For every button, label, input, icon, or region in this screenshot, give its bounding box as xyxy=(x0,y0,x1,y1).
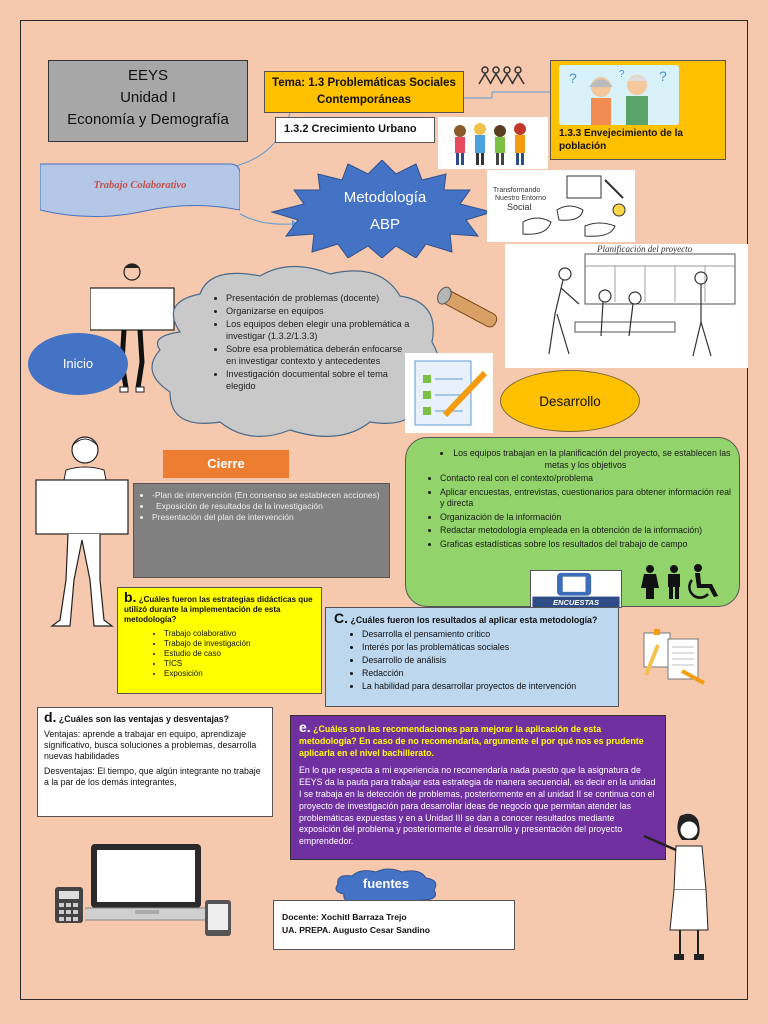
svg-text:?: ? xyxy=(659,68,667,84)
trabajo-colaborativo-label: Trabajo Colaborativo xyxy=(93,180,187,191)
desarrollo-item: Aplicar encuestas, entrevistas, cuestion… xyxy=(440,487,731,510)
question-b-text: ¿Cuáles fueron las estrategias didáctica… xyxy=(124,595,313,624)
desarrollo-item: Contacto real con el contexto/problema xyxy=(440,473,731,485)
school-name: UA. PREPA. Augusto Cesar Sandino xyxy=(282,925,431,935)
desarrollo-item: Redactar metodología empleada en la obte… xyxy=(440,525,731,537)
metodologia-burst xyxy=(270,160,494,258)
question-e-letter: e. xyxy=(299,719,311,735)
desarrollo-item: Los equipos trabajan en la planificación… xyxy=(440,448,731,471)
question-e-box: e. ¿Cuáles son las recomendaciones para … xyxy=(290,715,666,860)
fuentes-label: fuentes xyxy=(362,876,410,891)
tablet-icon xyxy=(205,900,231,936)
clipboard-pencil-icon xyxy=(643,629,705,685)
unit-name: Unidad I xyxy=(120,89,176,106)
desarrollo-item: Organización de la información xyxy=(440,512,731,524)
docente-box: Docente: Xochitl Barraza Trejo UA. PREPA… xyxy=(273,900,515,950)
children-image xyxy=(438,117,548,169)
question-b-item: TICS xyxy=(164,659,315,669)
laptop-image xyxy=(85,844,215,921)
question-b-box: b. ¿Cuáles fueron las estrategias didáct… xyxy=(117,587,322,694)
encuestas-label: ENCUESTAS xyxy=(553,598,599,607)
elderly-couple-image: ??? xyxy=(559,65,679,125)
question-c-item: Desarrollo de análisis xyxy=(362,654,610,666)
cierre-item: Exposición de resultados de la investiga… xyxy=(152,501,381,512)
question-b-item: Trabajo colaborativo xyxy=(164,629,315,639)
question-e-text: ¿Cuáles son las recomendaciones para mej… xyxy=(299,724,644,758)
inicio-item: Los equipos deben elegir una problemátic… xyxy=(226,318,410,342)
cierre-list-box: -Plan de intervención (En consenso se es… xyxy=(133,483,390,578)
cierre-item: -Plan de intervención (En consenso se es… xyxy=(152,490,381,501)
question-b-item: Trabajo de investigación xyxy=(164,639,315,649)
inicio-list: Presentación de problemas (docente) Orga… xyxy=(210,292,410,393)
question-c-box: C. ¿Cuáles fueron los resultados al apli… xyxy=(325,607,619,707)
planificacion-proyecto-image: Planificación del proyecto xyxy=(505,244,748,368)
subtema-envejecimiento-box: ??? 1.3.3 Envejecimiento de la población xyxy=(550,60,726,160)
planificacion-title: Planificación del proyecto xyxy=(596,244,693,254)
page-frame xyxy=(20,20,748,1000)
subtema-envejecimiento: 1.3.3 Envejecimiento de la población xyxy=(559,128,683,152)
svg-text:?: ? xyxy=(619,69,625,80)
telescope-icon xyxy=(437,286,498,328)
question-c-item: Desarrolla el pensamiento crítico xyxy=(362,628,610,640)
question-c-letter: C. xyxy=(334,610,348,626)
people-group-icon xyxy=(478,66,525,85)
question-c-item: La habilidad para desarrollar proyectos … xyxy=(362,680,610,692)
question-b-item: Estudio de caso xyxy=(164,649,315,659)
question-d-text: ¿Cuáles son las ventajas y desventajas? xyxy=(58,714,230,724)
subject-name: Economía y Demografía xyxy=(67,111,229,128)
course-name: EEYS xyxy=(127,67,169,84)
question-b-letter: b. xyxy=(124,589,137,605)
inicio-item: Presentación de problemas (docente) xyxy=(226,292,410,304)
ventajas-text: Ventajas: aprende a trabajar en equipo, … xyxy=(44,729,257,761)
inicio-item: Sobre esa problemática deberán enfocarse… xyxy=(226,343,410,367)
people-accessibility-icon xyxy=(641,564,718,599)
metodologia-line1: Metodología xyxy=(343,189,427,206)
transformando-entorno-image: Transformando Nuestro Entorno Social xyxy=(487,170,635,242)
question-b-item: Exposición xyxy=(164,669,315,679)
question-d-letter: d. xyxy=(44,709,57,725)
tema-box: Tema: 1.3 Problemáticas Sociales Contemp… xyxy=(264,71,464,113)
cierre-label: Cierre xyxy=(163,450,289,478)
subtema-crecimiento-urbano: 1.3.2 Crecimiento Urbano xyxy=(275,117,435,143)
calculator-icon xyxy=(55,887,83,923)
inicio-item: Organizarse en equipos xyxy=(226,305,410,317)
question-d-box: d. ¿Cuáles son las ventajas y desventaja… xyxy=(37,707,273,817)
question-c-text: ¿Cuáles fueron los resultados al aplicar… xyxy=(350,615,598,625)
transformando-line3: Social xyxy=(507,202,532,212)
checklist-notepad-image xyxy=(405,353,493,433)
metodologia-label: Metodología ABP xyxy=(320,184,450,238)
inicio-item: Investigación documental sobre el tema e… xyxy=(226,368,410,392)
course-title-box: EEYS Unidad I Economía y Demografía xyxy=(48,60,248,142)
svg-text:?: ? xyxy=(569,70,577,86)
question-c-item: Redacción xyxy=(362,667,610,679)
question-c-item: Interés por las problemáticas sociales xyxy=(362,641,610,653)
desarrollo-label: Desarrollo xyxy=(500,370,640,432)
desventajas-text: Desventajas: El tiempo, que algún integr… xyxy=(44,766,261,787)
encuestas-image: ENCUESTAS xyxy=(530,570,622,608)
man-holding-sign-image xyxy=(35,436,129,627)
cierre-item: Presentación del plan de intervención xyxy=(152,512,381,523)
teacher-pointing-image xyxy=(643,813,709,960)
docente-name: Docente: Xochitl Barraza Trejo xyxy=(282,912,407,922)
transformando-line1: Transformando xyxy=(493,187,540,194)
metodologia-line2: ABP xyxy=(369,216,400,233)
transformando-line2: Nuestro Entorno xyxy=(495,195,546,202)
desarrollo-item: Graficas estadísticas sobre los resultad… xyxy=(440,539,690,551)
inicio-label: Inicio xyxy=(28,333,128,395)
trabajo-colaborativo-banner xyxy=(40,163,240,218)
question-e-answer: En lo que respecta a mi experiencia no r… xyxy=(299,765,656,847)
